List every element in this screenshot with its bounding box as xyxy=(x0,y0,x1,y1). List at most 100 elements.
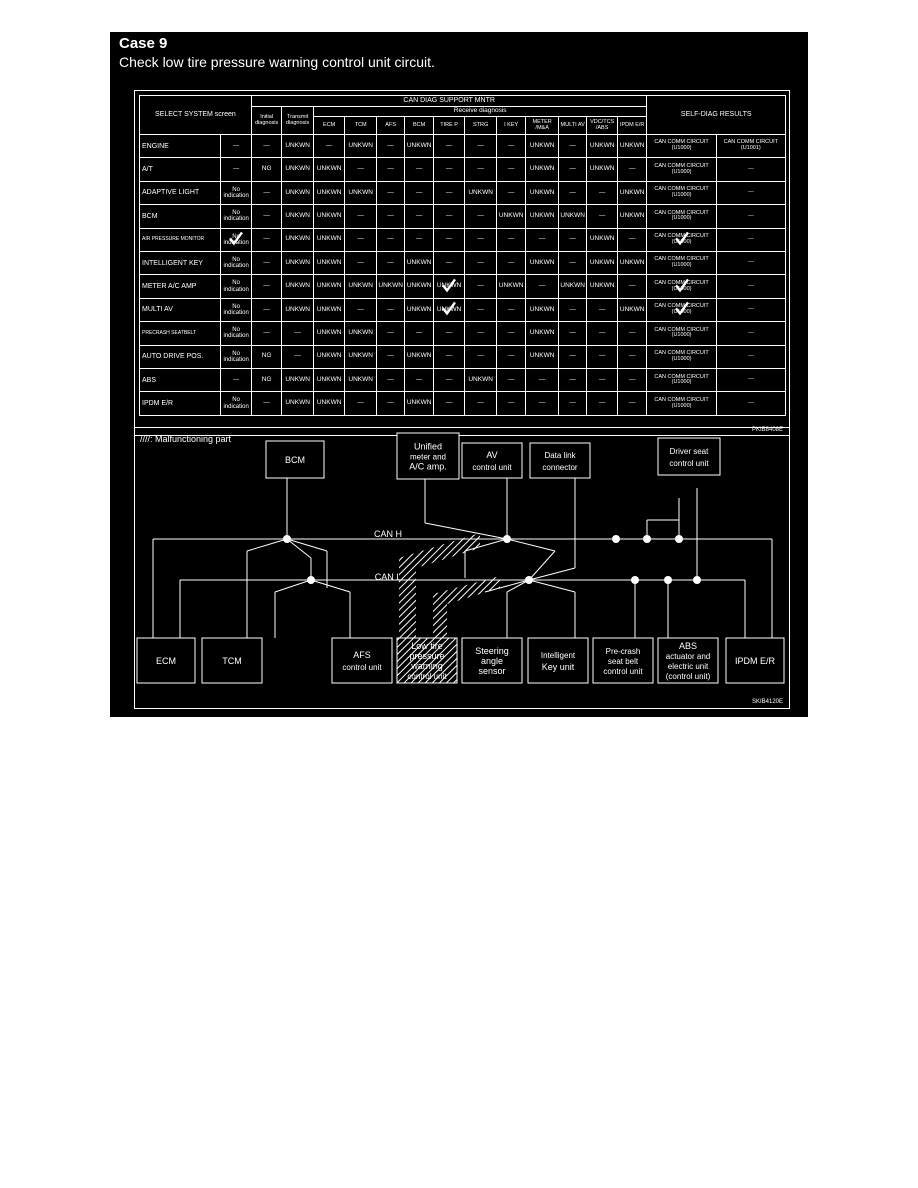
receive-diag-cell: UNKWN xyxy=(312,368,346,393)
receive-diag-cell: — xyxy=(404,368,434,393)
junction-dot xyxy=(643,535,651,543)
self-diag-result-cell: CAN COMM CIRCUIT (U1000) xyxy=(646,344,717,370)
receive-diag-cell: UNKWN xyxy=(616,251,648,276)
initial-diag-cell: — xyxy=(250,274,283,299)
initial-diag-cell: — xyxy=(250,321,283,346)
receive-col-header: BCM xyxy=(404,116,434,135)
can-wire xyxy=(310,579,351,593)
transmit-diag-cell: UNKWN xyxy=(281,227,314,253)
receive-diag-cell: — xyxy=(557,391,588,416)
receive-diag-cell: UNKWN xyxy=(404,251,434,276)
self-diag-result-cell: CAN COMM CIRCUIT (U1000) xyxy=(646,157,717,182)
receive-col-header: IPDM E/R xyxy=(616,116,648,135)
receive-diag-cell: — xyxy=(525,368,559,393)
self-diag-result-cell: CAN COMM CIRCUIT (U1000) xyxy=(646,321,717,346)
self-diag-result-cell: CAN COMM CIRCUIT (U1000) xyxy=(646,133,717,159)
can-l-label: CAN L xyxy=(375,572,402,582)
receive-diag-cell: — xyxy=(464,133,497,159)
can-wire xyxy=(528,579,576,593)
receive-diag-cell: — xyxy=(432,368,466,393)
receive-diag-cell: UNKWN xyxy=(312,297,346,323)
initial-diag-cell: — xyxy=(250,133,283,159)
receive-diag-cell: — xyxy=(586,368,618,393)
precrash-box xyxy=(592,637,654,684)
meter-label: meter and xyxy=(410,453,446,462)
steering-label: Steering xyxy=(475,646,509,656)
receive-diag-cell: — xyxy=(464,344,497,370)
junction-dot xyxy=(525,576,533,584)
receive-diag-cell: — xyxy=(375,227,406,253)
can-wire xyxy=(464,538,508,552)
av-label: AV xyxy=(486,450,497,460)
receive-diag-cell: UNKWN xyxy=(464,368,497,393)
legend-label: ////: Malfunctioning part xyxy=(140,434,232,444)
receive-col-header: METER /M&A xyxy=(525,116,559,135)
dlc-label: connector xyxy=(542,463,577,472)
receive-diag-cell: — xyxy=(404,204,434,229)
junction-dot xyxy=(503,535,511,543)
receive-diag-cell: — xyxy=(495,321,527,346)
ecm-box xyxy=(136,637,196,684)
indication-cell: No indication xyxy=(220,204,252,229)
initial-diag-cell: — xyxy=(250,251,283,276)
junction-dot xyxy=(283,535,291,543)
receive-diag-cell: UNKWN xyxy=(464,180,497,206)
system-name-cell: ADAPTIVE LIGHT xyxy=(138,180,222,206)
receive-diag-cell: — xyxy=(312,133,346,159)
self-diag-result-cell: CAN COMM CIRCUIT (U1000) xyxy=(646,297,717,323)
system-name-cell: ENGINE xyxy=(138,133,222,159)
receive-diag-cell: UNKWN xyxy=(404,344,434,370)
meter-box xyxy=(396,432,460,480)
ikey-label: Intelligent xyxy=(541,651,576,660)
receive-diag-cell: — xyxy=(616,157,648,182)
self-diag-result-cell: — xyxy=(715,227,787,253)
receive-diag-cell: — xyxy=(616,344,648,370)
receive-diag-cell: UNKWN xyxy=(312,157,346,182)
transmit-diag-cell: UNKWN xyxy=(281,274,314,299)
system-name-cell: MULTI AV xyxy=(138,297,222,323)
self-diag-result-cell: — xyxy=(715,297,787,323)
receive-diag-cell: — xyxy=(344,227,377,253)
initial-diag-cell: NG xyxy=(250,368,283,393)
receive-diag-cell: — xyxy=(344,391,377,416)
self-diag-result-cell: — xyxy=(715,391,787,416)
initial-diag-cell: — xyxy=(250,297,283,323)
receive-diag-cell: UNKWN xyxy=(525,180,559,206)
can-diag-title: CAN DIAG SUPPORT MNTR xyxy=(250,95,648,107)
receive-diag-cell: UNKWN xyxy=(525,251,559,276)
receive-diag-cell: — xyxy=(616,227,648,253)
junction-dot xyxy=(612,535,620,543)
receive-diag-cell: — xyxy=(344,204,377,229)
ipdm-label: IPDM E/R xyxy=(735,656,776,666)
steering-box xyxy=(461,637,523,684)
self-diag-result-cell: CAN COMM CIRCUIT (U1000) xyxy=(646,204,717,229)
receive-diag-cell: UNKWN xyxy=(312,204,346,229)
receive-col-header: AFS xyxy=(375,116,406,135)
case-panel: Case 9 Check low tire pressure warning c… xyxy=(110,32,808,717)
initial-diag-cell: NG xyxy=(250,157,283,182)
receive-diag-cell: — xyxy=(557,297,588,323)
initial-diag-cell: — xyxy=(250,180,283,206)
receive-diag-cell: UNKWN xyxy=(586,133,618,159)
receive-diag-cell: UNKWN xyxy=(586,274,618,299)
malfunction-hatch-upper xyxy=(399,533,480,638)
meter-label: Unified xyxy=(414,442,442,452)
check-mark-icon xyxy=(229,231,244,246)
receive-diag-cell: — xyxy=(495,227,527,253)
receive-diag-cell: — xyxy=(495,157,527,182)
can-diag-support-table: SELECT SYSTEM screen CAN DIAG SUPPORT MN… xyxy=(138,95,787,416)
receive-diag-cell: — xyxy=(557,368,588,393)
receive-diag-cell: — xyxy=(464,391,497,416)
receive-diag-cell: UNKWN xyxy=(375,274,406,299)
can-wire xyxy=(274,579,312,593)
receive-diag-cell: — xyxy=(375,321,406,346)
receive-diag-cell: — xyxy=(495,251,527,276)
receive-diag-cell: — xyxy=(495,391,527,416)
tcm-label: TCM xyxy=(222,656,242,666)
check-mark-icon xyxy=(674,301,689,316)
receive-diag-cell: — xyxy=(432,227,466,253)
driver-seat-box xyxy=(657,437,721,476)
